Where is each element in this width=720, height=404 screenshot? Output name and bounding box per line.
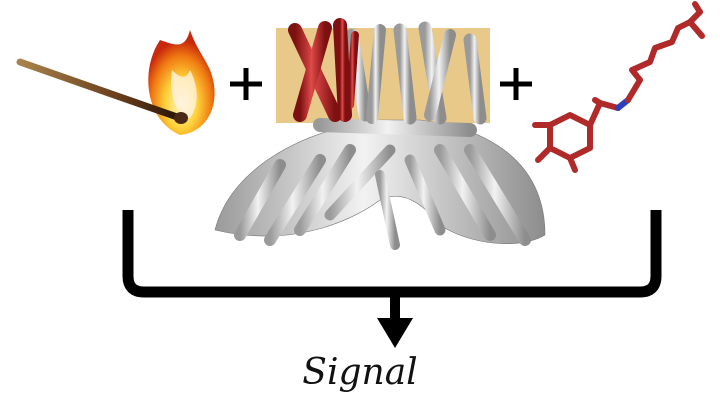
arrow-down-icon: [377, 292, 413, 348]
plus-icon: [500, 68, 532, 100]
trp-channel-protein-icon: [214, 18, 546, 250]
capsaicin-molecule-icon: [532, 1, 705, 173]
signal-label: Signal: [302, 352, 418, 393]
match-flame-icon: [16, 30, 215, 135]
plus-icon: [230, 68, 262, 100]
